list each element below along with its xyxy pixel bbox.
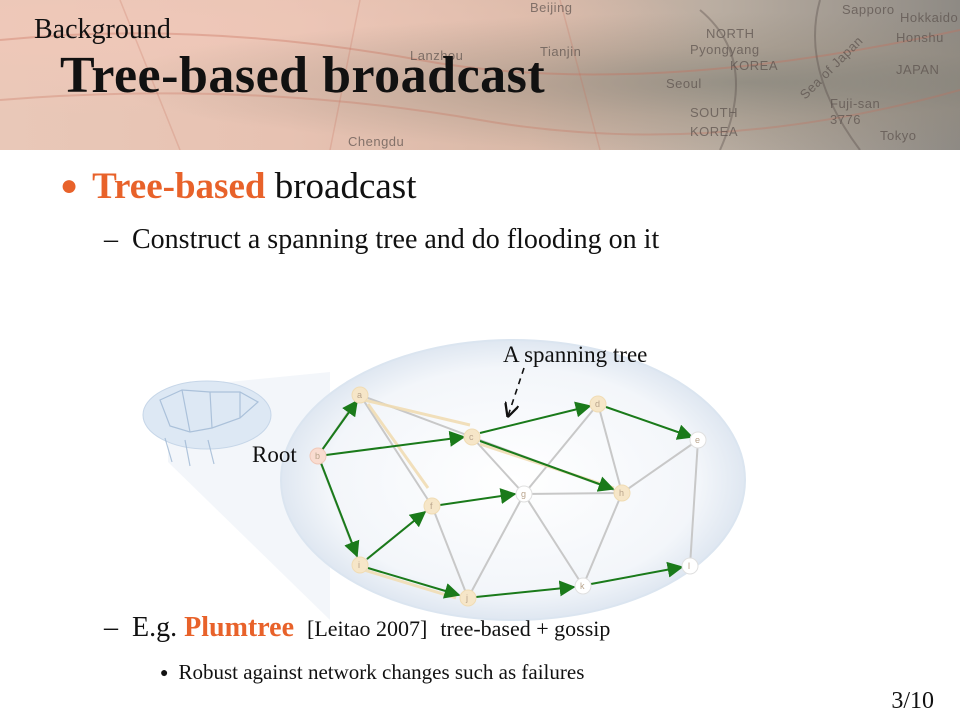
map-label: Honshu [896, 30, 944, 45]
header-banner: Beijing NORTH Pyongyang KOREA Seoul SOUT… [0, 0, 960, 150]
map-label: KOREA [690, 124, 739, 139]
root-label: Root [252, 442, 297, 467]
bullet-dot-icon: ● [160, 666, 169, 681]
bullet-main-accent: Tree-based [92, 166, 266, 207]
node-letter: d [595, 399, 600, 409]
node-letter: k [580, 581, 585, 591]
graph-node [463, 428, 481, 446]
map-label: Sapporo [842, 2, 895, 17]
graph-node [689, 431, 707, 449]
map-label: 3776 [830, 112, 861, 127]
citation: [Leitao 2007] [307, 616, 428, 641]
sub-bullet-plumtree: –E.g. Plumtree [Leitao 2007] tree-based … [104, 612, 610, 644]
tree-edge [367, 567, 461, 599]
map-label: KOREA [730, 58, 779, 73]
spanning-tree-label: A spanning tree [503, 342, 647, 367]
graph-node [681, 557, 699, 575]
tree-edge [479, 440, 615, 492]
tree-edge [321, 399, 358, 451]
map-label: Seoul [666, 76, 702, 91]
graph-node [459, 589, 477, 607]
tree-edge [475, 580, 576, 598]
tree-edge [479, 401, 592, 434]
map-label: Lanzhou [410, 48, 464, 63]
sub-bullet-text: Construct a spanning tree and do floodin… [132, 224, 660, 255]
dash-marker: – [104, 612, 118, 643]
graph-node [423, 497, 441, 515]
dash-marker: – [104, 224, 118, 255]
tree-edge [590, 561, 684, 585]
section-title: Background [34, 14, 171, 45]
zoom-bubble [280, 339, 746, 621]
node-letter: l [688, 561, 690, 571]
tree-edge [320, 462, 360, 558]
graph-node [351, 556, 369, 574]
node-letter: i [358, 560, 360, 570]
plumtree-label: Plumtree [184, 612, 294, 643]
bullet-dot-icon: ● [60, 169, 79, 202]
page-number: 3/10 [891, 688, 934, 714]
node-letters: a b c d e f g h i j k l [315, 390, 700, 603]
graph-node [589, 395, 607, 413]
spanning-tree-pointer [508, 367, 525, 416]
map-label: Beijing [530, 0, 573, 15]
graph-node [351, 386, 369, 404]
node-letter: f [430, 501, 433, 511]
node-letter: b [315, 451, 320, 461]
sub-sub-bullet-text: Robust against network changes such as f… [178, 660, 585, 684]
node-letter: a [357, 390, 362, 400]
map-label: Tianjin [540, 44, 582, 59]
plumtree-note: tree-based + gossip [440, 616, 611, 641]
tree-edge [325, 430, 466, 456]
node-letter: j [465, 593, 468, 603]
thumbnail-bubble [142, 380, 272, 450]
sub-bullet-construct: –Construct a spanning tree and do floodi… [104, 224, 659, 256]
map-label: NORTH [706, 26, 755, 41]
node-letter: h [619, 488, 624, 498]
map-label: SOUTH [690, 105, 738, 120]
map-label: Tokyo [880, 128, 917, 143]
example-prefix: E.g. [132, 612, 178, 643]
bullet-main-text: broadcast [274, 166, 417, 207]
node-letter: c [469, 432, 474, 442]
map-label: Pyongyang [690, 42, 760, 57]
map-label: Chengdu [348, 134, 405, 149]
thumbnail-graph [159, 389, 260, 467]
graph-nodes [309, 386, 707, 607]
map-label: JAPAN [896, 62, 940, 77]
node-letter: g [521, 489, 526, 499]
map-background [0, 0, 960, 150]
map-label: Fuji-san [830, 96, 881, 111]
graph-node [515, 485, 533, 503]
bullet-main: ● Tree-based broadcast [60, 165, 417, 208]
tree-edge [366, 510, 427, 560]
tree-edge [439, 488, 517, 506]
sub-sub-bullet-robust: ● Robust against network changes such as … [160, 660, 584, 685]
node-letter: e [695, 435, 700, 445]
map-label: Hokkaido [900, 10, 959, 25]
graph-node [309, 447, 327, 465]
graph-node [574, 577, 592, 595]
tree-edge [605, 406, 694, 440]
slide-title: Tree-based broadcast [60, 47, 546, 104]
spanning-tree-edges [320, 399, 694, 599]
graph-node [613, 484, 631, 502]
